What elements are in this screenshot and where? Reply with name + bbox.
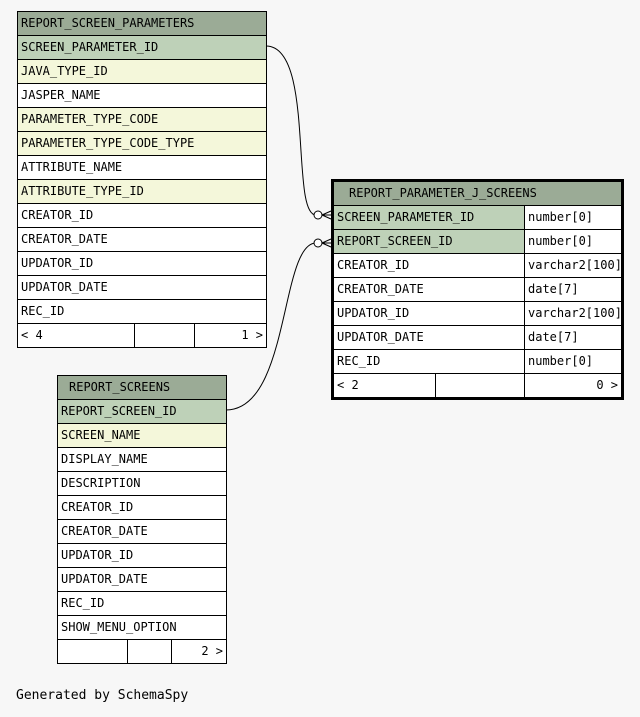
column-name: CREATOR_DATE <box>334 278 524 301</box>
table-footer: 2 > <box>58 640 226 663</box>
footer-spacer <box>435 374 524 397</box>
column-type: varchar2[100] <box>524 302 621 325</box>
parent-count <box>58 640 127 663</box>
column-type: number[0] <box>524 206 621 229</box>
parent-count: < 2 <box>337 378 359 392</box>
column-row[interactable]: REPORT_SCREEN_ID <box>58 400 226 424</box>
child-count: 2 > <box>171 640 226 663</box>
column-row[interactable]: SCREEN_NAME <box>58 424 226 448</box>
column-row[interactable]: REC_ID <box>18 300 266 324</box>
column-name: UPDATOR_ID <box>58 544 226 567</box>
column-name: UPDATOR_DATE <box>18 276 266 299</box>
column-name: UPDATOR_ID <box>334 302 524 325</box>
parent-count: < 4 <box>21 328 43 342</box>
column-row[interactable]: JASPER_NAME <box>18 84 266 108</box>
column-type: number[0] <box>524 350 621 373</box>
column-name: SCREEN_PARAMETER_ID <box>18 36 266 59</box>
column-name: ATTRIBUTE_NAME <box>18 156 266 179</box>
column-name: CREATOR_DATE <box>58 520 226 543</box>
column-name: PARAMETER_TYPE_CODE <box>18 108 266 131</box>
optional-marker <box>313 210 323 220</box>
column-name: CREATOR_ID <box>18 204 266 227</box>
column-row[interactable]: CREATOR_DATE <box>58 520 226 544</box>
column-row[interactable]: SHOW_MENU_OPTION <box>58 616 226 640</box>
column-name: SHOW_MENU_OPTION <box>58 616 226 639</box>
table-header[interactable]: REPORT_SCREEN_PARAMETERS <box>18 12 266 36</box>
relationship-report-screen-id <box>225 242 317 411</box>
column-name: REC_ID <box>58 592 226 615</box>
column-name: DISPLAY_NAME <box>58 448 226 471</box>
column-name: CREATOR_ID <box>334 254 524 277</box>
column-name: PARAMETER_TYPE_CODE_TYPE <box>18 132 266 155</box>
column-type: varchar2[100] <box>524 254 621 277</box>
child-count: 1 > <box>194 324 266 347</box>
column-row[interactable]: PARAMETER_TYPE_CODE_TYPE <box>18 132 266 156</box>
footer-spacer <box>134 324 194 347</box>
column-row[interactable]: ATTRIBUTE_TYPE_ID <box>18 180 266 204</box>
column-name: SCREEN_PARAMETER_ID <box>334 206 524 229</box>
column-row[interactable]: UPDATOR_ID <box>58 544 226 568</box>
column-row[interactable]: ATTRIBUTE_NAME <box>18 156 266 180</box>
column-row[interactable]: UPDATOR_DATE <box>18 276 266 300</box>
column-name: ATTRIBUTE_TYPE_ID <box>18 180 266 203</box>
column-row[interactable]: SCREEN_PARAMETER_ID <box>18 36 266 60</box>
column-name: CREATOR_DATE <box>18 228 266 251</box>
table-footer: < 2 0 > <box>334 374 621 397</box>
column-name: CREATOR_ID <box>58 496 226 519</box>
column-type: number[0] <box>524 230 621 253</box>
column-name: REPORT_SCREEN_ID <box>58 400 226 423</box>
column-name: UPDATOR_DATE <box>58 568 226 591</box>
column-name: UPDATOR_ID <box>18 252 266 275</box>
relationship-screen-parameter-id <box>265 45 317 216</box>
footer-spacer <box>127 640 171 663</box>
column-name: REPORT_SCREEN_ID <box>334 230 524 253</box>
column-row[interactable]: UPDATOR_DATE <box>58 568 226 592</box>
many-crowfoot-marker <box>321 210 332 220</box>
many-crowfoot-marker <box>321 238 332 248</box>
table-header[interactable]: REPORT_SCREENS <box>58 376 226 400</box>
column-type: date[7] <box>524 278 621 301</box>
column-row[interactable]: REC_ID <box>58 592 226 616</box>
table-header[interactable]: REPORT_PARAMETER_J_SCREENS <box>334 182 621 206</box>
column-row[interactable]: UPDATOR_ID <box>18 252 266 276</box>
column-type: date[7] <box>524 326 621 349</box>
table-report-screen-parameters[interactable]: REPORT_SCREEN_PARAMETERS SCREEN_PARAMETE… <box>17 11 267 348</box>
generated-by-credit: Generated by SchemaSpy <box>16 688 189 703</box>
column-row[interactable]: CREATOR_ID <box>58 496 226 520</box>
column-row[interactable]: CREATOR_ID <box>18 204 266 228</box>
column-row[interactable]: DESCRIPTION <box>58 472 226 496</box>
child-count: 0 > <box>524 374 621 397</box>
column-row[interactable]: CREATOR_DATE <box>18 228 266 252</box>
column-name: REC_ID <box>334 350 524 373</box>
table-report-parameter-j-screens[interactable]: REPORT_PARAMETER_J_SCREENS SCREEN_PARAME… <box>331 179 624 400</box>
column-name: JASPER_NAME <box>18 84 266 107</box>
column-name: UPDATOR_DATE <box>334 326 524 349</box>
column-name: DESCRIPTION <box>58 472 226 495</box>
column-row[interactable]: JAVA_TYPE_ID <box>18 60 266 84</box>
column-name: SCREEN_NAME <box>58 424 226 447</box>
column-row[interactable]: PARAMETER_TYPE_CODE <box>18 108 266 132</box>
column-row[interactable]: DISPLAY_NAME <box>58 448 226 472</box>
optional-marker <box>313 238 323 248</box>
column-name: REC_ID <box>18 300 266 323</box>
table-footer: < 4 1 > <box>18 324 266 347</box>
column-name: JAVA_TYPE_ID <box>18 60 266 83</box>
